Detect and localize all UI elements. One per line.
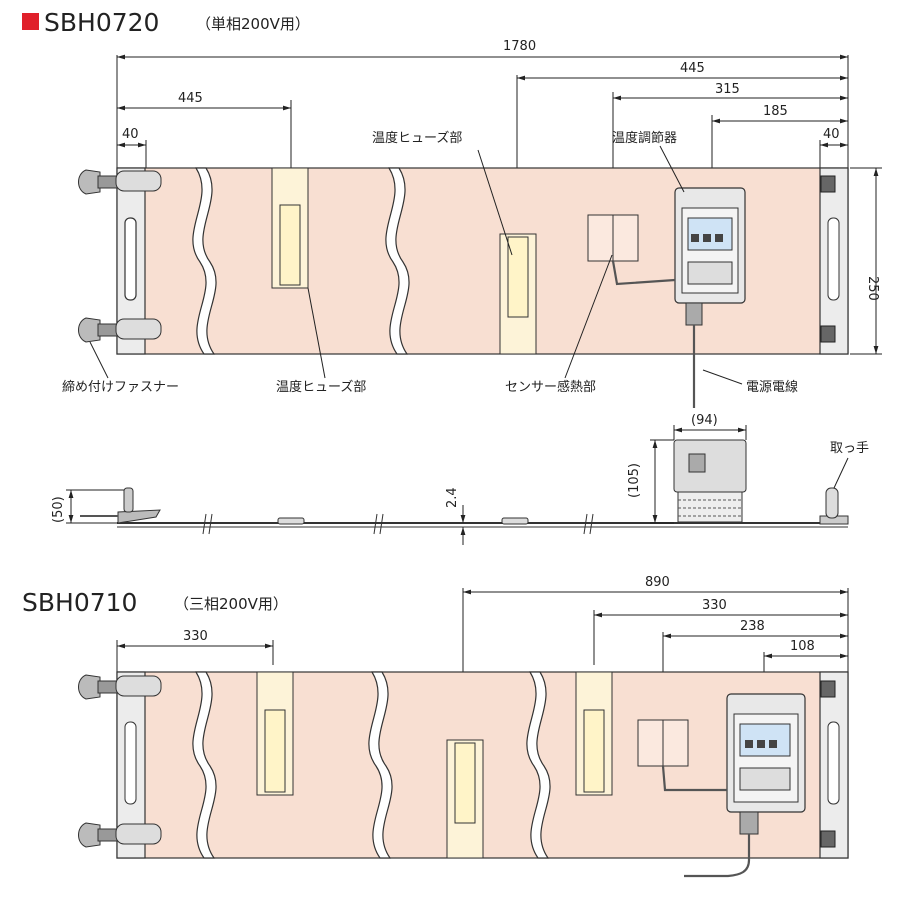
label-handle: 取っ手 [830,441,869,456]
dim-40-right: 40 [823,127,840,142]
label-fuse-bottom: 温度ヒューズ部 [276,379,366,395]
label-fuse-top: 温度ヒューズ部 [372,130,462,146]
label-power-cable: 電源電線 [746,379,798,395]
sbh0720-model-title: SBH0720 [44,8,159,37]
fastener-top-left-icon [78,169,162,195]
dim-40-left: 40 [122,127,139,142]
dim-445-right: 445 [680,61,705,76]
dim-108: 108 [790,639,815,654]
bolt-bottom-right-0710-icon [820,830,836,848]
sensor-cable-0710 [661,765,727,792]
dim-238: 238 [740,619,765,634]
dim-94: (94) [691,413,718,428]
sbh0710-heater-panel [116,671,849,859]
sbh0720-side-view [80,439,849,535]
dim-330-right: 330 [702,598,727,613]
dim-2-4: 2.4 [445,487,460,508]
sbh0710-subtitle: （三相200V用） [174,595,288,613]
bolt-top-right-0710-icon [820,680,836,698]
title-marker-square [22,13,39,30]
bolt-top-right-icon [820,175,836,193]
fastener-bottom-left-icon [78,317,162,343]
label-fastener: 締め付けファスナー [62,379,179,395]
sbh0710-model-title: SBH0710 [22,588,137,617]
dim-105: (105) [627,463,642,498]
fastener-bottom-left-0710-icon [78,822,162,848]
dim-890: 890 [645,575,670,590]
dim-1780: 1780 [503,39,536,54]
sbh0720-leader-lines [89,145,743,385]
dim-330-left: 330 [183,629,208,644]
bolt-bottom-right-icon [820,325,836,343]
power-cable-0710 [684,834,751,878]
dim-315: 315 [715,82,740,97]
sensor-cable [611,260,676,286]
temperature-controller-box-0710 [726,693,806,835]
sbh0720-subtitle: （単相200V用） [196,15,310,33]
label-sensor: センサー感熱部 [505,379,596,395]
sbh0720-dimension-lines [116,54,882,355]
dim-445-left: 445 [178,91,203,106]
sbh0710-dimension-lines [116,588,849,745]
dim-185: 185 [763,104,788,119]
temperature-controller-box [674,187,746,326]
label-controller: 温度調節器 [612,130,677,146]
fastener-top-left-0710-icon [78,674,162,700]
dim-50: (50) [51,496,66,523]
dim-250: 250 [865,276,880,301]
sbh0720-side-dimension-lines [66,425,849,545]
